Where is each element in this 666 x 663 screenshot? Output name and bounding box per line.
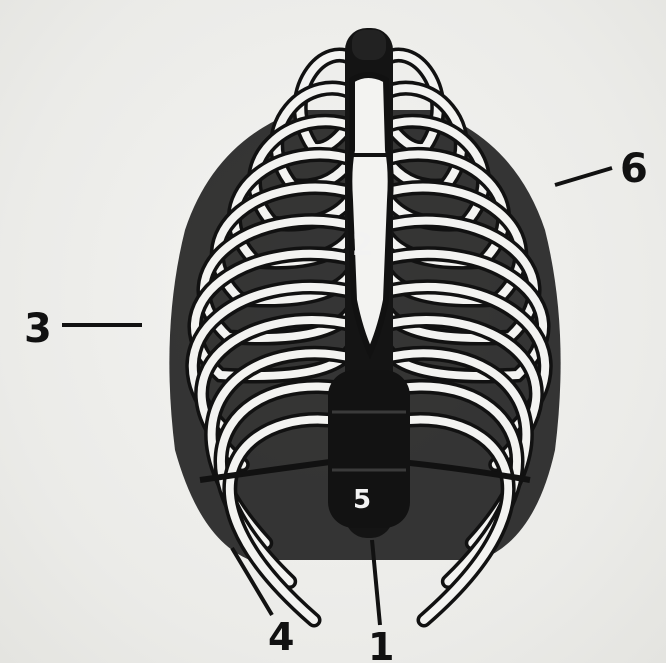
- label-3: 3: [24, 306, 52, 352]
- leader-line-6: [555, 168, 612, 185]
- label-4: 4: [268, 615, 294, 659]
- sternum: [349, 75, 390, 352]
- label-2-sternum: 2: [352, 228, 373, 263]
- label-1: 1: [368, 625, 394, 663]
- label-5-vertebra: 5: [353, 485, 371, 515]
- label-6: 6: [620, 146, 648, 192]
